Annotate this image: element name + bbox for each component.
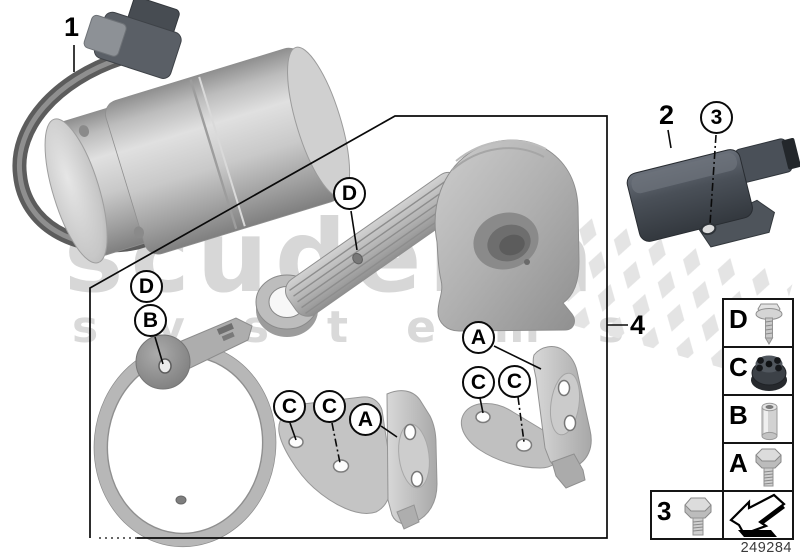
legend-key-c: C: [729, 352, 748, 382]
callout-c-right-1: C: [462, 366, 495, 399]
callout-3: 3: [700, 101, 733, 134]
drawing-number: 249284: [740, 540, 792, 556]
hex-bolt-icon: [748, 445, 790, 496]
legend-key-d: D: [729, 304, 748, 334]
legend-key-3: 3: [657, 496, 672, 526]
legend-row-3: 3: [650, 490, 724, 540]
callout-a-right: A: [462, 321, 495, 354]
grommet-icon: [746, 349, 790, 400]
callout-a-left: A: [349, 403, 382, 436]
legend-key-a: A: [729, 448, 748, 478]
clamp-band-bracket: [93, 317, 277, 548]
callout-d-clamp: D: [130, 270, 163, 303]
callout-c-right-2: C: [498, 365, 531, 398]
pump-illustration: [12, 0, 351, 264]
hex-bolt-icon: [676, 493, 720, 544]
callout-c-left-2: C: [313, 390, 346, 423]
mount-bracket: [434, 139, 580, 332]
callout-1: 1: [64, 12, 80, 42]
connector-plug: [83, 0, 182, 79]
legend-arrow-cell: [722, 490, 794, 540]
callout-2: 2: [659, 100, 675, 130]
support-bracket-left: [278, 390, 438, 530]
legend-row-c: C: [722, 346, 794, 396]
legend-row-a: A: [722, 442, 794, 492]
legend-row-d: D: [722, 298, 794, 348]
callout-4: 4: [630, 310, 646, 340]
direction-arrow-icon: [725, 492, 791, 543]
group-box-outline: [89, 115, 608, 539]
legend-key-b: B: [729, 400, 748, 430]
legend-row-b: B: [722, 394, 794, 444]
callout-c-left-1: C: [273, 390, 306, 423]
spacer-sleeve-icon: [748, 397, 790, 448]
leader-lines: [73, 45, 717, 464]
sensor-illustration: [626, 138, 800, 248]
flange-screw-icon: [748, 301, 790, 352]
callout-b-clamp: B: [134, 304, 167, 337]
callout-d-arm: D: [333, 177, 366, 210]
ribbed-arm-bracket: [255, 171, 472, 337]
support-bracket-right: [460, 346, 592, 489]
